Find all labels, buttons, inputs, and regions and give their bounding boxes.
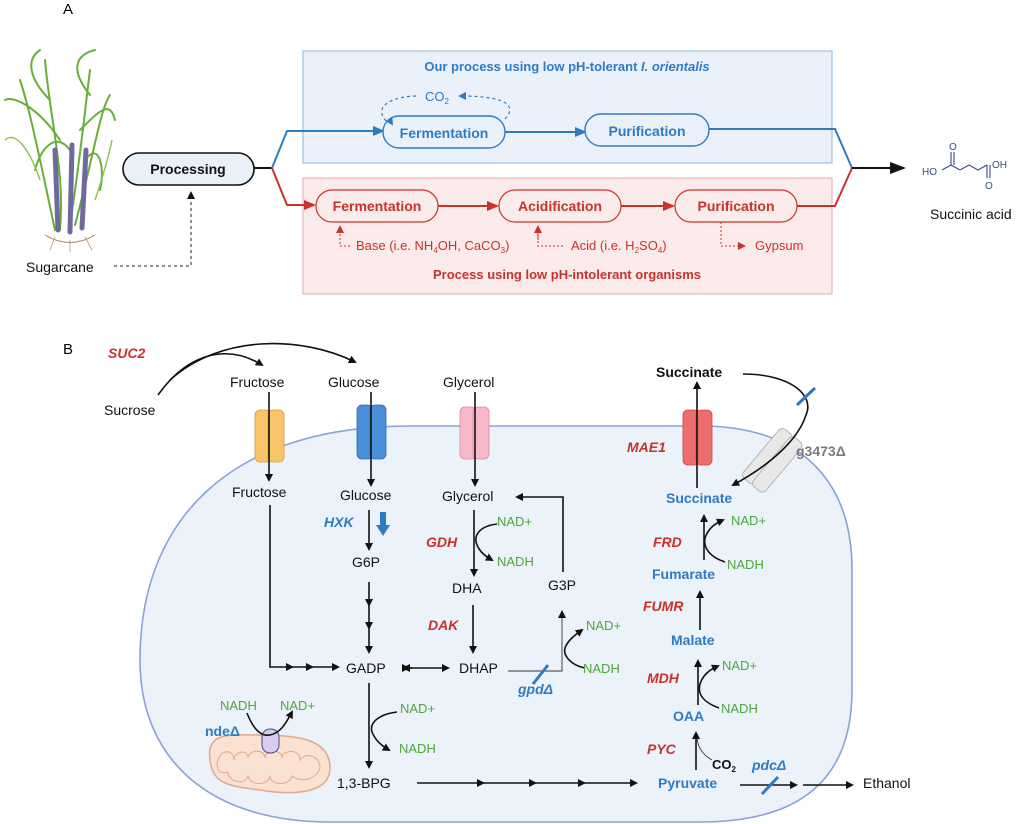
- malate: Malate: [671, 632, 715, 648]
- svg-text:Purification: Purification: [697, 198, 774, 214]
- enzyme-dak: DAK: [428, 617, 459, 633]
- co2-label-a: CO2: [425, 89, 450, 106]
- mdh-nad-plus: NAD+: [722, 658, 757, 673]
- svg-text:Purification: Purification: [608, 123, 685, 139]
- frd-nadh: NADH: [727, 557, 764, 572]
- dhap: DHAP: [459, 660, 498, 676]
- fumarate: Fumarate: [652, 566, 715, 582]
- gdh-nadh: NADH: [497, 554, 534, 569]
- suc2-to-glucose-arrow: [169, 342, 357, 381]
- succinate-uptake-arrow: [731, 373, 809, 486]
- enzyme-mae1: MAE1: [627, 439, 666, 455]
- deletion-nde: ndeΔ: [205, 723, 240, 739]
- svg-text:Fermentation: Fermentation: [400, 125, 489, 141]
- panel-b-label: B: [63, 341, 73, 358]
- sugarcane-label: Sugarcane: [26, 259, 94, 275]
- gpd-nadh: NADH: [583, 661, 620, 676]
- enzyme-suc2: SUC2: [108, 345, 146, 361]
- enzyme-pyc: PYC: [647, 741, 677, 757]
- glycerol-transporter: [459, 406, 490, 460]
- red-step-acidification: Acidification: [498, 189, 622, 223]
- enzyme-frd: FRD: [653, 534, 682, 550]
- g3473-transporter-deleted: [742, 428, 803, 493]
- branch-to-blue-process: [271, 126, 385, 169]
- svg-text:Fermentation: Fermentation: [333, 198, 422, 214]
- gapdh-nad-plus: NAD+: [400, 701, 435, 716]
- ethanol: Ethanol: [863, 775, 910, 791]
- pdc-deletion-mark: [760, 775, 780, 796]
- acid-input-label: Acid (i.e. H2SO4): [571, 238, 667, 255]
- red-step-purification: Purification: [674, 189, 798, 223]
- blue-step-fermentation: Fermentation: [382, 115, 506, 149]
- yeast-cell: [139, 425, 853, 823]
- molecule-o-top: O: [949, 142, 957, 153]
- blue-step-purification: Purification: [584, 113, 710, 147]
- succinic-acid-structure: [941, 152, 991, 178]
- fructose-internal: Fructose: [232, 484, 287, 500]
- deletion-g3473: g3473Δ: [796, 443, 846, 459]
- blue-process-title: Our process using low pH-tolerant I. ori…: [424, 59, 709, 74]
- svg-text:Acidification: Acidification: [518, 198, 602, 214]
- mae1-transporter: [682, 409, 713, 466]
- sucrose-external: Sucrose: [104, 402, 156, 418]
- gpd-deletion-mark: [531, 664, 550, 685]
- enzyme-gdh: GDH: [426, 534, 458, 550]
- co2-recycle-right: [458, 92, 511, 120]
- glycerol-internal: Glycerol: [442, 488, 493, 504]
- gadp: GADP: [346, 660, 386, 676]
- mdh-nadh: NADH: [721, 701, 758, 716]
- mitochondrion: [208, 733, 331, 794]
- glycerol-external: Glycerol: [443, 374, 494, 390]
- succinic-acid-label: Succinic acid: [930, 206, 1012, 222]
- deletion-pdc: pdcΔ: [751, 757, 786, 773]
- fructose-external: Fructose: [230, 374, 285, 390]
- bpg: 1,3-BPG: [337, 775, 391, 791]
- sugarcane-illustration: [4, 49, 116, 252]
- glucose-internal: Glucose: [340, 487, 392, 503]
- red-process-title: Process using low pH-intolerant organism…: [433, 267, 701, 282]
- g3473-deletion-mark: [795, 386, 817, 407]
- enzyme-hxk: HXK: [324, 514, 354, 530]
- processing-node: Processing: [122, 152, 255, 186]
- g3p: G3P: [548, 577, 576, 593]
- g3p-to-glycerol-arrow: [515, 493, 564, 572]
- molecule-ho: HO: [922, 167, 937, 178]
- branch-to-red-process: [271, 167, 316, 210]
- pyruvate: Pyruvate: [658, 775, 717, 791]
- g6p: G6P: [352, 554, 380, 570]
- frd-nad-plus: NAD+: [731, 513, 766, 528]
- svg-text:Processing: Processing: [150, 161, 225, 177]
- enzyme-fumr: FUMR: [643, 598, 684, 614]
- succinate-external: Succinate: [656, 364, 722, 380]
- nde-nadh: NADH: [220, 698, 257, 713]
- pyc-co2: CO2: [712, 757, 737, 774]
- fructose-transporter: [254, 409, 285, 463]
- gdh-nad-plus: NAD+: [497, 514, 532, 529]
- molecule-oh: OH: [992, 160, 1007, 171]
- gapdh-nadh: NADH: [399, 741, 436, 756]
- sugarcane-to-processing-arrow: [114, 191, 195, 267]
- deletion-gpd: gpdΔ: [517, 681, 553, 697]
- hxk-upregulated-icon: [376, 512, 390, 536]
- dha: DHA: [452, 580, 482, 596]
- enzyme-mdh: MDH: [647, 670, 680, 686]
- oaa: OAA: [673, 708, 704, 724]
- red-step-fermentation: Fermentation: [315, 189, 439, 223]
- succinate-internal: Succinate: [666, 490, 732, 506]
- molecule-o-bottom: O: [985, 181, 993, 192]
- nde-nad-plus: NAD+: [280, 698, 315, 713]
- gypsum-label: Gypsum: [755, 238, 803, 253]
- base-input-label: Base (i.e. NH4OH, CaCO3): [356, 238, 509, 255]
- gpd-nad-plus: NAD+: [586, 618, 621, 633]
- panel-a-label: A: [63, 1, 73, 18]
- glucose-transporter: [356, 404, 387, 460]
- glucose-external: Glucose: [328, 374, 380, 390]
